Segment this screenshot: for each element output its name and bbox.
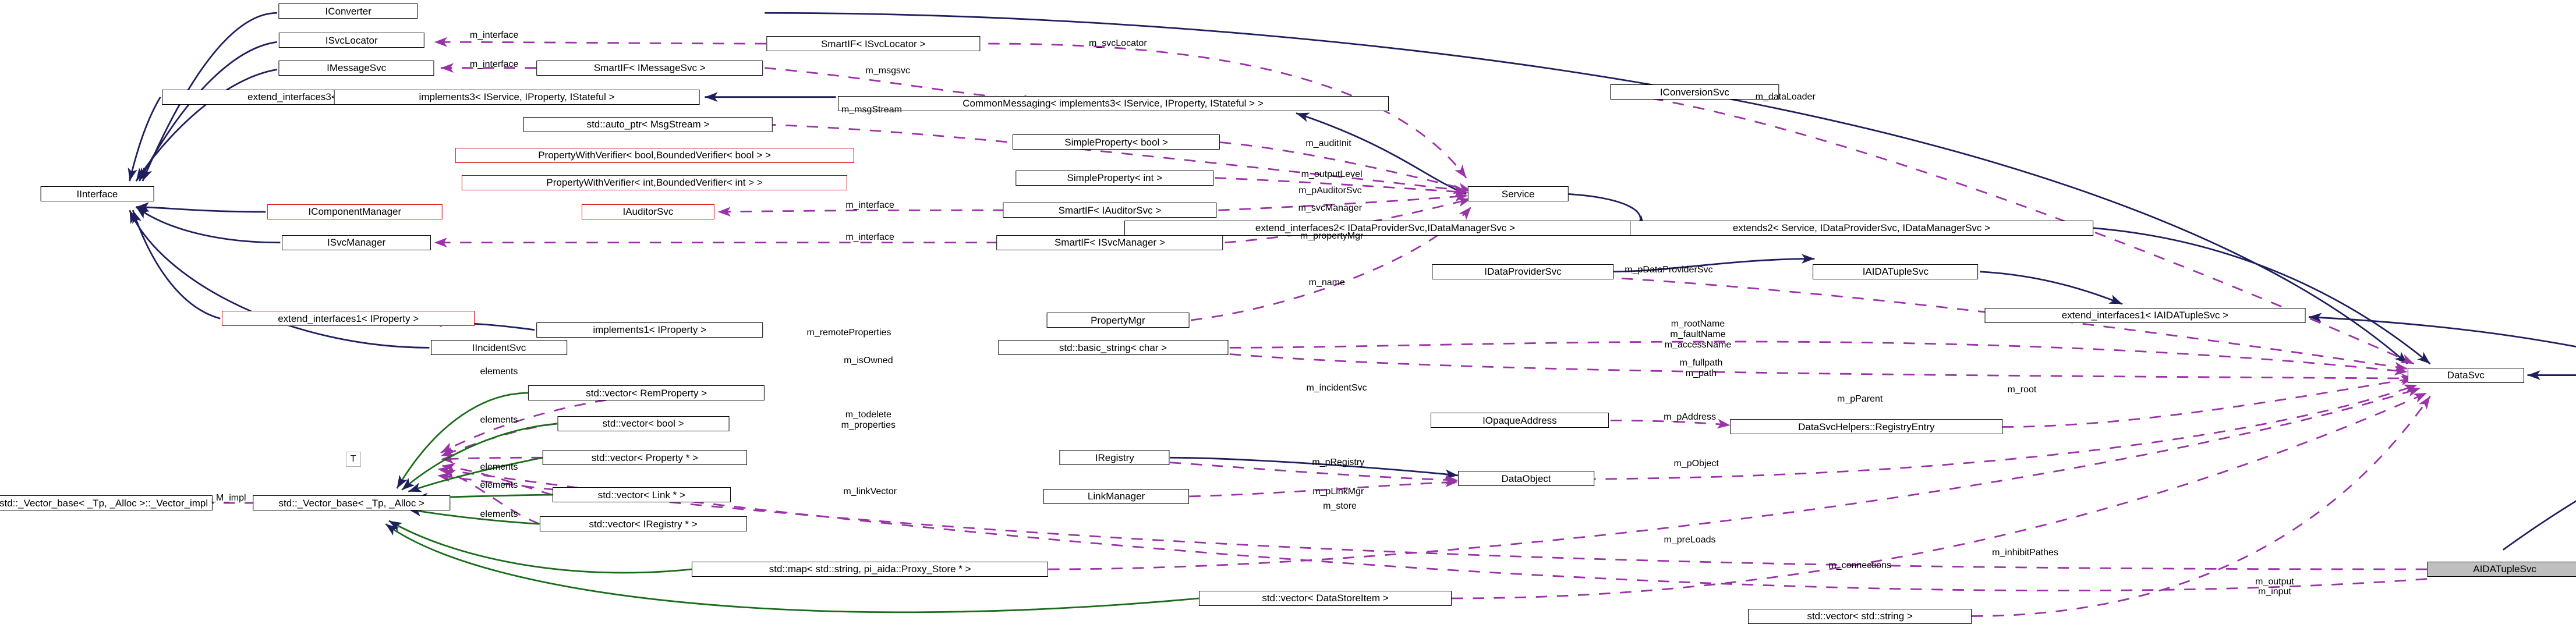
class-node-vector-bool[interactable]: std::vector< bool >	[557, 416, 730, 431]
edge-label-lbl-root: m_root	[2007, 384, 2037, 395]
edge-label-lbl-pauditorsvc: m_pAuditorSvc	[1298, 185, 1362, 196]
class-node-idataprovidersvc[interactable]: IDataProviderSvc	[1432, 264, 1614, 279]
class-node-smartif-isvcmanager[interactable]: SmartIF< ISvcManager >	[996, 235, 1223, 250]
edge-label-lbl-elements-5: elements	[480, 509, 518, 519]
class-node-propertymgr[interactable]: PropertyMgr	[1046, 313, 1190, 328]
class-node-commonmessaging[interactable]: CommonMessaging< implements3< IService, …	[837, 95, 1389, 111]
edge-label-lbl-svcmanager: m_svcManager	[1298, 203, 1363, 214]
edge-label-lbl-plinkmgr: m_pLinkMgr	[1312, 486, 1364, 496]
class-node-isvcmanager[interactable]: ISvcManager	[282, 235, 431, 250]
edge-label-lbl-m-impl: _M_impl	[211, 492, 246, 503]
class-node-extends2-service[interactable]: extends2< Service, IDataProviderSvc, IDa…	[1630, 220, 2093, 236]
class-node-datasvc[interactable]: DataSvc	[2407, 367, 2524, 383]
edge-label-lbl-msgsvc: m_msgsvc	[865, 66, 910, 76]
edge-label-lbl-svclocator: m_svcLocator	[1089, 38, 1147, 49]
class-node-iincidentsvc[interactable]: IIncidentSvc	[431, 340, 567, 356]
edge-label-lbl-pobject: m_pObject	[1673, 459, 1719, 469]
edge-label-lbl-inhibitpathes: m_inhibitPathes	[1992, 548, 2058, 558]
edge-label-lbl-dataprovider: m_pDataProviderSvc	[1625, 265, 1713, 275]
class-node-simpleprop-bool[interactable]: SimpleProperty< bool >	[1012, 134, 1220, 150]
class-node-iconversionsvc[interactable]: IConversionSvc	[1610, 84, 1779, 100]
edge-label-lbl-elements-4: elements	[480, 480, 518, 490]
edge-label-lbl-name: m_name	[1308, 278, 1345, 288]
edge-label-lbl-preloads: m_preLoads	[1664, 535, 1716, 545]
class-node-service[interactable]: Service	[1467, 186, 1569, 202]
class-node-basicstring-char[interactable]: std::basic_string< char >	[997, 340, 1229, 356]
class-node-vectorbase-impl[interactable]: std::_Vector_base< _Tp, _Alloc >::_Vecto…	[0, 495, 213, 511]
class-node-linkmanager[interactable]: LinkManager	[1043, 488, 1190, 504]
class-node-propverifier-bool[interactable]: PropertyWithVerifier< bool,BoundedVerifi…	[455, 147, 854, 163]
class-node-datasvchelpers[interactable]: DataSvcHelpers::RegistryEntry	[1730, 419, 2003, 435]
class-node-iauditorsvc[interactable]: IAuditorSvc	[581, 204, 715, 219]
class-node-iaidatuplesvc[interactable]: IAIDATupleSvc	[1813, 264, 1979, 279]
edge-label-lbl-store: m_store	[1323, 501, 1357, 511]
edge-label-lbl-auditinit: m_auditInit	[1305, 139, 1351, 149]
edge-label-lbl-outputlevel: m_outputLevel	[1301, 169, 1363, 180]
edge-label-lbl-isowned: m_isOwned	[844, 355, 893, 366]
class-node-iconverter[interactable]: IConverter	[278, 3, 418, 19]
class-node-vector-iregistry[interactable]: std::vector< IRegistry * >	[539, 516, 747, 532]
edge-label-lbl-interface-1: m_interface	[469, 30, 519, 41]
class-node-smartif-iauditorsvc[interactable]: SmartIF< IAuditorSvc >	[1003, 203, 1217, 218]
class-node-extifaces1-aida[interactable]: extend_interfaces1< IAIDATupleSvc >	[1984, 307, 2306, 323]
class-node-smartif-imessagesvc[interactable]: SmartIF< IMessageSvc >	[536, 60, 763, 76]
edge-label-lbl-elements-1: elements	[480, 367, 518, 377]
class-node-vector-link[interactable]: std::vector< Link * >	[552, 487, 731, 503]
edge-label-lbl-paddress: m_pAddress	[1664, 412, 1716, 422]
edge-label-lbl-incidentsvc: m_incidentSvc	[1306, 382, 1367, 393]
class-node-implements3[interactable]: implements3< IService, IProperty, IState…	[334, 89, 700, 105]
class-node-icomponentmanager[interactable]: IComponentManager	[267, 204, 443, 219]
class-node-tparam[interactable]: T	[345, 452, 361, 467]
edge-label-lbl-interface-3: m_interface	[845, 200, 894, 210]
class-node-smartif-isvclocator[interactable]: SmartIF< ISvcLocator >	[766, 36, 981, 51]
edge-label-lbl-connections: m_connections	[1828, 561, 1891, 571]
class-node-vector-string[interactable]: std::vector< std::string >	[1748, 608, 1972, 624]
class-node-extifaces1iproperty[interactable]: extend_interfaces1< IProperty >	[222, 311, 475, 327]
class-node-propverifier-int[interactable]: PropertyWithVerifier< int,BoundedVerifie…	[461, 175, 848, 190]
class-node-implements1[interactable]: implements1< IProperty >	[536, 322, 763, 338]
class-node-iregistry[interactable]: IRegistry	[1059, 450, 1170, 466]
class-node-extifaces2-dp[interactable]: extend_interfaces2< IDataProviderSvc,IDa…	[1124, 220, 1646, 236]
edge-label-lbl-interface-2: m_interface	[469, 59, 519, 70]
class-node-vector-remproperty[interactable]: std::vector< RemProperty >	[528, 385, 765, 401]
edge-label-lbl-msgstream: m_msgStream	[841, 104, 902, 115]
class-node-aidatuplesvc[interactable]: AIDATupleSvc	[2427, 561, 2576, 577]
edge-label-lbl-remoteprops: m_remoteProperties	[806, 328, 891, 338]
edge-label-lbl-linkvector: m_linkVector	[843, 486, 897, 496]
edge-label-lbl-dataloader: m_dataLoader	[1755, 91, 1816, 102]
class-node-autoptr-msgstream[interactable]: std::auto_ptr< MsgStream >	[523, 116, 773, 132]
edge-label-lbl-interface-4: m_interface	[845, 232, 894, 243]
class-node-map-proxystore[interactable]: std::map< std::string, pi_aida::Proxy_St…	[692, 561, 1049, 577]
class-node-vector-datastoreitem[interactable]: std::vector< DataStoreItem >	[1198, 590, 1452, 606]
class-node-vector-property[interactable]: std::vector< Property * >	[543, 450, 747, 466]
edge-label-lbl-pregistry: m_pRegistry	[1312, 457, 1365, 467]
edge-label-lbl-propertymgr: m_propertyMgr	[1300, 230, 1364, 241]
class-node-imessagesvc[interactable]: IMessageSvc	[278, 60, 434, 76]
edge-label-lbl-elements-2: elements	[480, 415, 518, 425]
class-node-isvclocator[interactable]: ISvcLocator	[278, 33, 424, 48]
class-node-iinterface[interactable]: IInterface	[40, 186, 154, 202]
class-node-iopaqueaddress[interactable]: IOpaqueAddress	[1430, 413, 1609, 428]
class-node-vectorbase[interactable]: std::_Vector_base< _Tp, _Alloc >	[253, 495, 451, 511]
class-node-simpleprop-int[interactable]: SimpleProperty< int >	[1015, 170, 1213, 186]
class-node-dataobject[interactable]: DataObject	[1458, 471, 1594, 487]
edge-label-lbl-elements-3: elements	[480, 462, 518, 472]
edge-label-lbl-pparent: m_pParent	[1837, 394, 1883, 405]
